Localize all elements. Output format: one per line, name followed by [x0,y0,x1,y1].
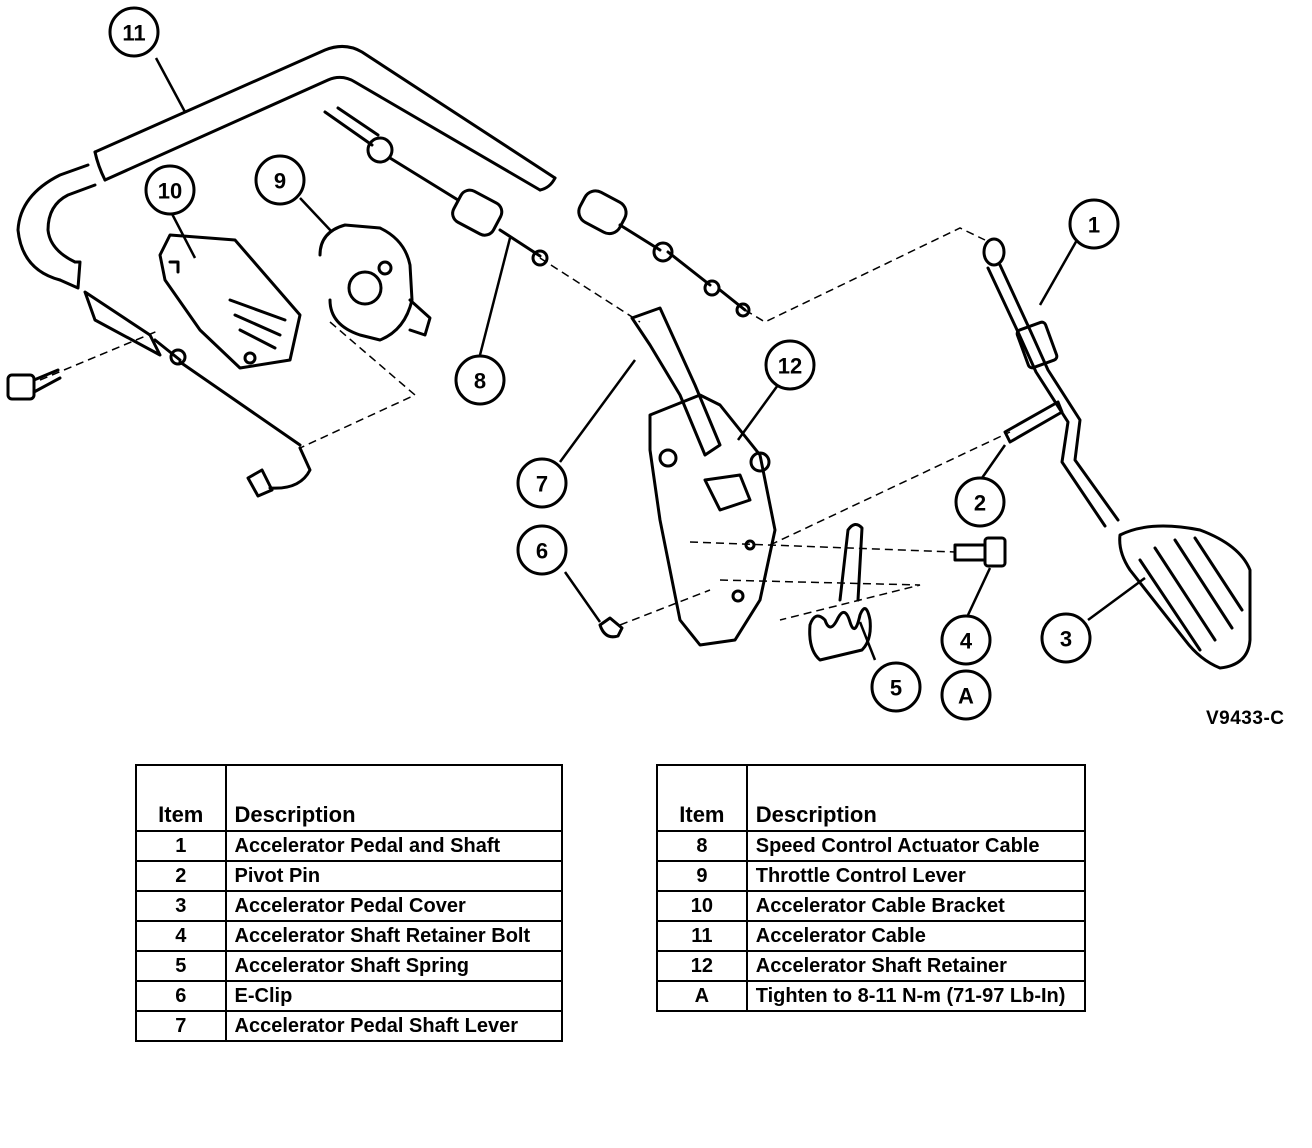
pedal-shaft-lever [630,306,722,457]
exploded-view-diagram: 11 10 9 8 7 6 12 2 4 A 5 3 1 [6,6,1252,721]
callout-A-circle [940,669,992,721]
item-number: 10 [656,890,748,923]
description-column-header: Description [224,763,564,833]
item-description: Speed Control Actuator Cable [745,830,1087,863]
callout-11-circle [108,6,160,58]
accelerator-shaft-retainer [648,393,777,647]
legend-header-row: Item Description [135,763,564,833]
item-description: E-Clip [224,980,564,1013]
callout-2: 2 [974,491,986,516]
callout-6: 6 [536,539,548,564]
item-number: 1 [135,830,227,863]
item-description: Accelerator Shaft Retainer [745,950,1087,983]
shaft-spring [808,523,872,662]
accelerator-cable-bracket [158,233,302,370]
item-description: Throttle Control Lever [745,860,1087,893]
item-number: 7 [135,1010,227,1043]
item-description: Accelerator Cable [745,920,1087,953]
item-number: 12 [656,950,748,983]
description-column-header: Description [745,763,1087,833]
item-number: 5 [135,950,227,983]
item-number: 3 [135,890,227,923]
callout-12: 12 [778,354,802,379]
item-number: 2 [135,860,227,893]
item-description: Tighten to 8-11 N-m (71-97 Lb-In) [745,980,1087,1013]
item-description: Accelerator Cable Bracket [745,890,1087,923]
callout-10-circle [144,164,196,216]
callout-5: 5 [890,676,902,701]
callout-1-circle [1068,198,1120,250]
item-number: A [656,980,748,1013]
callout-2-circle [954,476,1006,528]
item-description: Accelerator Pedal Cover [224,890,564,923]
e-clip [598,616,624,639]
pivot-pin [1003,400,1064,444]
callout-12-circle [764,339,816,391]
callout-1: 1 [1088,213,1100,238]
callout-4: 4 [960,629,973,654]
item-description: Accelerator Shaft Retainer Bolt [224,920,564,953]
accelerator-pedal-shaft [982,237,1120,528]
item-number: 9 [656,860,748,893]
callout-A: A [958,684,974,709]
item-column-header: Item [656,763,748,833]
speed-control-cable [323,106,549,267]
callout-7: 7 [536,472,548,497]
item-description: Pivot Pin [224,860,564,893]
retainer-bolt [953,536,1007,568]
callout-3: 3 [1060,627,1072,652]
item-number: 8 [656,830,748,863]
legend-header-row: Item Description [656,763,1087,833]
figure-code: V9433-C [1206,708,1285,729]
item-description: Accelerator Pedal and Shaft [224,830,564,863]
hose-clip [246,446,312,498]
callout-9: 9 [274,169,286,194]
callout-8-circle [454,354,506,406]
item-description: Accelerator Pedal Shaft Lever [224,1010,564,1043]
callout-6-circle [516,524,568,576]
callout-5-circle [870,661,922,713]
mounting-bolt [6,368,62,401]
item-description: Accelerator Shaft Spring [224,950,564,983]
callout-4-circle [940,614,992,666]
throttle-control-lever [318,223,432,342]
callout-8: 8 [474,369,486,394]
callout-10: 10 [158,179,182,204]
callout-7-circle [516,457,568,509]
item-number: 11 [656,920,748,953]
callout-11: 11 [122,21,145,46]
item-number: 6 [135,980,227,1013]
accelerator-pedal-cover [1118,524,1252,670]
accelerator-cable [16,45,751,447]
callout-3-circle [1040,612,1092,664]
callout-9-circle [254,154,306,206]
item-column-header: Item [135,763,227,833]
item-number: 4 [135,920,227,953]
